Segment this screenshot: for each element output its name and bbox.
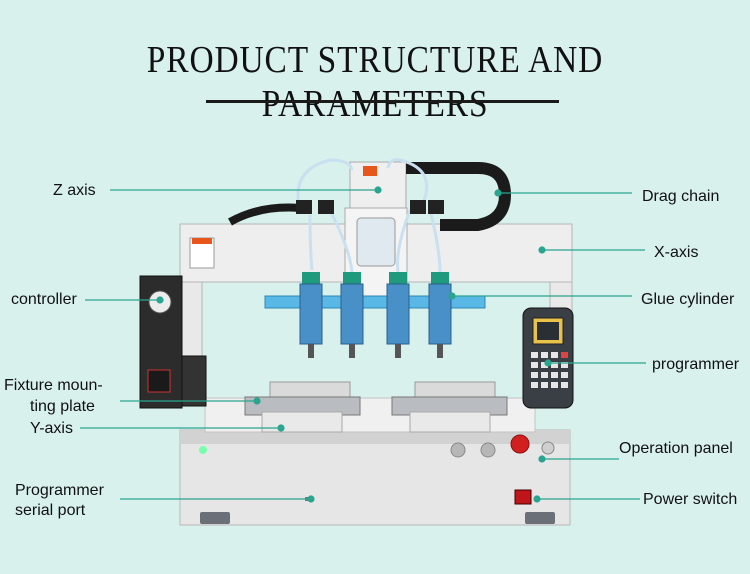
label-programmer: programmer	[652, 356, 740, 373]
teach-pendant	[522, 307, 574, 409]
label-z-axis: Z axis	[53, 182, 96, 199]
page-title: PRODUCT STRUCTURE AND PARAMETERS	[146, 39, 604, 125]
label-operation-panel: Operation panel	[619, 440, 733, 457]
label-fixture-line2: ting plate	[30, 398, 95, 415]
label-x-axis: X-axis	[654, 244, 699, 261]
title-underline	[206, 100, 559, 103]
label-controller: controller	[11, 291, 77, 308]
label-power-switch: Power switch	[643, 491, 738, 508]
label-programmer-port-line1: Programmer	[15, 482, 104, 499]
drag-chain-shape	[406, 162, 512, 231]
label-glue-cylinder: Glue cylinder	[641, 291, 735, 308]
label-programmer-port-line2: serial port	[15, 502, 86, 519]
fixture-plates	[244, 381, 508, 433]
label-y-axis: Y-axis	[30, 420, 73, 437]
label-fixture-line1: Fixture moun-	[4, 377, 103, 394]
glue-syringes	[299, 272, 452, 358]
base-cabinet	[179, 429, 571, 526]
label-drag-chain: Drag chain	[642, 188, 720, 205]
leader-lines	[80, 186, 646, 503]
